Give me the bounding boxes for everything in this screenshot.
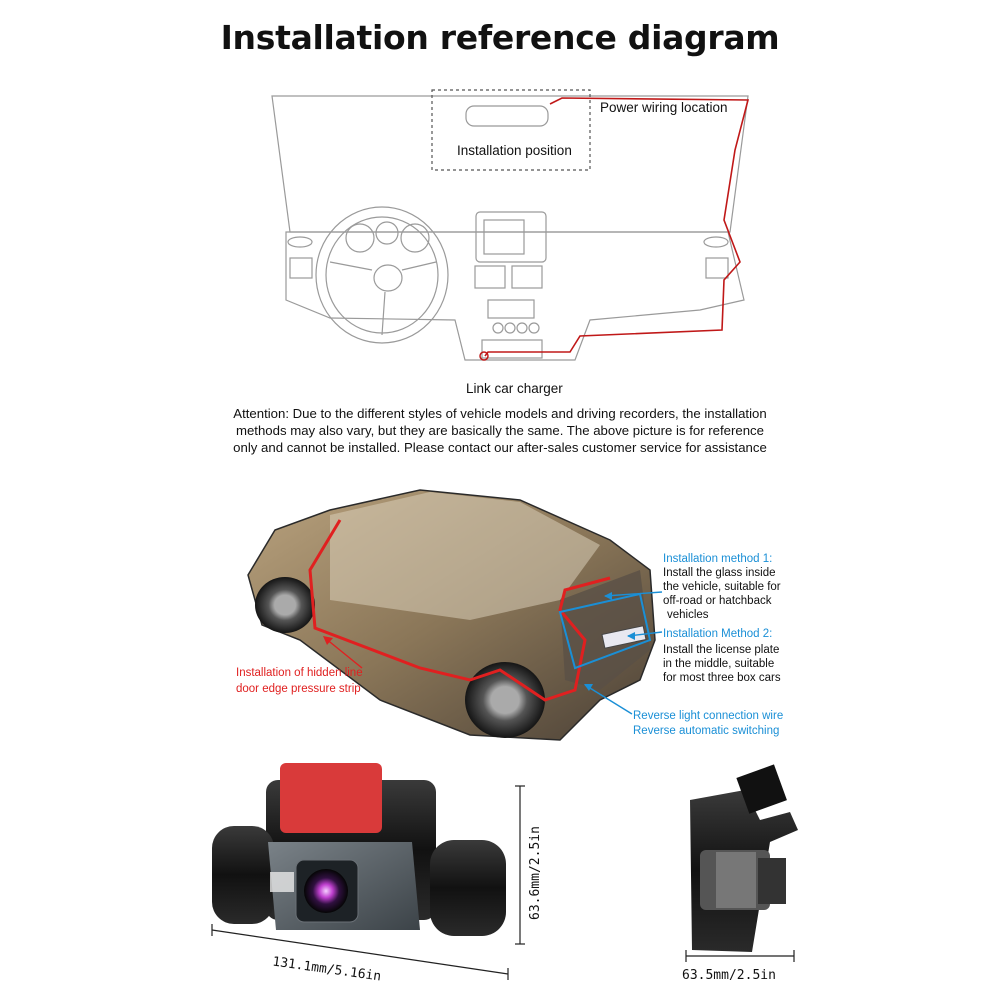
left-lens-barrel: [212, 826, 274, 924]
power-wire: [484, 97, 750, 357]
rear-wheel-icon: [465, 662, 545, 738]
power-wiring-label: Power wiring location: [600, 100, 728, 115]
method1-title: Installation method 1:: [663, 553, 773, 565]
attention-text: Attention: Due to the different styles o…: [233, 406, 767, 455]
adhesive-pad: [280, 763, 382, 833]
reverse-label-2: Reverse automatic switching: [633, 725, 780, 737]
right-lens-barrel: [430, 840, 506, 936]
camera-lens-icon: [304, 869, 348, 913]
reverse-label-1: Reverse light connection wire: [633, 710, 784, 722]
install-position-box: [431, 89, 591, 171]
hidden-line-label-2: door edge pressure strip: [236, 683, 361, 695]
camera-front-view: [212, 763, 506, 936]
method2-title: Installation Method 2:: [663, 628, 773, 640]
install-position-label: Installation position: [457, 143, 572, 158]
charger-port-icon: [479, 351, 489, 361]
mirror-icon: [465, 105, 549, 127]
method1-text: Install the glass inside the vehicle, su…: [663, 567, 781, 621]
hidden-line-label-1: Installation of hidden line: [236, 667, 363, 679]
hidden-wire-route: [308, 519, 611, 702]
method2-text: Install the license plate in the middle,…: [663, 644, 781, 684]
license-plate: [601, 625, 647, 649]
rear-window-outline: [558, 592, 652, 670]
height-dimension: 63.6mm/2.5in: [528, 826, 543, 920]
page-title: Installation reference diagram: [220, 18, 780, 57]
camera-side-view: [690, 764, 798, 952]
depth-dimension: 63.5mm/2.5in: [682, 968, 776, 983]
front-wheel-icon: [255, 577, 315, 633]
charger-label: Link car charger: [466, 381, 563, 396]
